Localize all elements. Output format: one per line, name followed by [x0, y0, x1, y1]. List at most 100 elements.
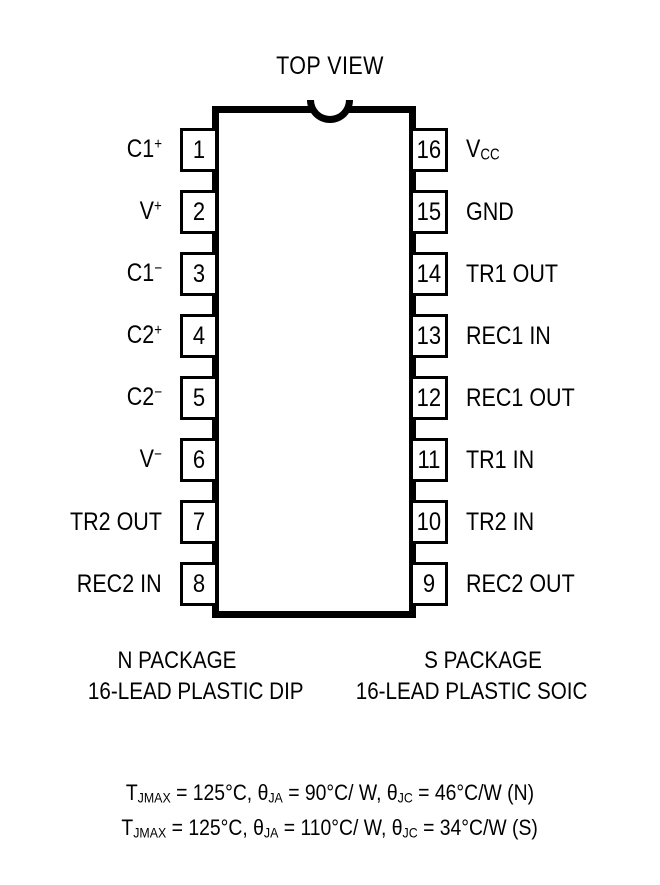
pin-box-5: 5: [180, 376, 218, 420]
pin-number: 5: [192, 383, 206, 412]
pin-box-16: 16: [410, 128, 448, 172]
pin-box-3: 3: [180, 252, 218, 296]
pin-number: 12: [416, 383, 442, 412]
pin-label-15: GND: [466, 197, 514, 226]
pin-number: 4: [192, 321, 206, 350]
theta-ja-value-1: = 90°C/ W,: [282, 780, 387, 805]
pin-box-8: 8: [180, 562, 218, 606]
pin-row-6: V− 6: [0, 438, 218, 482]
pin-label-1: C1+: [126, 135, 162, 164]
pin-number: 14: [416, 259, 442, 288]
pin-label-4: C2+: [126, 321, 162, 350]
pin-box-2: 2: [180, 190, 218, 234]
page-title: TOP VIEW: [276, 52, 384, 80]
pin-box-9: 9: [410, 562, 448, 606]
pin-label-12: REC1 OUT: [466, 383, 575, 412]
pin-number: 3: [192, 259, 206, 288]
pin-box-1: 1: [180, 128, 218, 172]
pin-box-15: 15: [410, 190, 448, 234]
pin-label-16: VCC: [466, 135, 500, 164]
caption-right-package-name: S PACKAGE: [424, 647, 542, 674]
caption-left-package-name: N PACKAGE: [117, 647, 237, 674]
pin-number: 2: [192, 197, 206, 226]
tjmax-value-2: = 125°C,: [166, 814, 254, 840]
theta-ja-subscript-1: JA: [268, 789, 283, 806]
pin-label-superscript: −: [154, 260, 162, 278]
pin-label-superscript: −: [154, 384, 162, 402]
pin-box-10: 10: [410, 500, 448, 544]
thermal-spec-line-n-package: TJMAX = 125°C, θJA = 90°C/ W, θJC = 46°C…: [0, 778, 660, 813]
pin-box-7: 7: [180, 500, 218, 544]
pin-label-10: TR2 IN: [466, 507, 535, 536]
pin-row-8: REC2 IN 8: [0, 562, 218, 606]
pin-number: 11: [417, 445, 441, 474]
pin-box-6: 6: [180, 438, 218, 482]
pin-label-3: C1−: [126, 259, 162, 288]
theta-jc-value-2: = 34°C/W (S): [418, 814, 539, 840]
tjmax-symbol-1: T: [125, 780, 138, 805]
pin-label-5: C2−: [126, 383, 162, 412]
pin-label-2: V+: [139, 197, 162, 226]
tjmax-subscript-2: JMAX: [133, 824, 167, 841]
pin-row-13: 13 REC1 IN: [410, 314, 660, 358]
pin-label-7: TR2 OUT: [70, 507, 162, 536]
pin-number: 16: [416, 135, 442, 164]
pin-label-8: REC2 IN: [77, 569, 162, 598]
pin-number: 9: [422, 569, 436, 598]
pin-row-7: TR2 OUT 7: [0, 500, 218, 544]
caption-right-package-desc: 16-LEAD PLASTIC SOIC: [355, 678, 588, 705]
theta-jc-value-1: = 46°C/W (N): [412, 780, 535, 805]
pin-box-14: 14: [410, 252, 448, 296]
pin-number: 8: [192, 569, 206, 598]
pin-row-9: 9 REC2 OUT: [410, 562, 660, 606]
pin-box-11: 11: [410, 438, 448, 482]
theta-ja-symbol-2: θ: [253, 814, 265, 840]
pin-row-2: V+ 2: [0, 190, 218, 234]
pin-box-13: 13: [410, 314, 448, 358]
theta-jc-subscript-2: JC: [402, 824, 419, 841]
tjmax-symbol-2: T: [121, 814, 134, 840]
pin-row-12: 12 REC1 OUT: [410, 376, 660, 420]
pin-row-11: 11 TR1 IN: [410, 438, 660, 482]
pin-number: 13: [416, 321, 442, 350]
pin-label-9: REC2 OUT: [466, 569, 575, 598]
pin-row-15: 15 GND: [410, 190, 660, 234]
tjmax-value-1: = 125°C,: [170, 780, 258, 805]
tjmax-subscript-1: JMAX: [137, 789, 171, 806]
pin-row-3: C1− 3: [0, 252, 218, 296]
theta-ja-symbol-1: θ: [257, 780, 269, 805]
theta-jc-symbol-1: θ: [386, 780, 398, 805]
theta-jc-symbol-2: θ: [392, 814, 403, 840]
pin-label-superscript: +: [154, 322, 162, 340]
package-captions: N PACKAGE S PACKAGE 16-LEAD PLASTIC DIP …: [0, 645, 660, 707]
pin-label-6: V−: [139, 445, 162, 474]
pin-box-4: 4: [180, 314, 218, 358]
pin-number: 10: [416, 507, 442, 536]
pin-row-10: 10 TR2 IN: [410, 500, 660, 544]
caption-left-package-desc: 16-LEAD PLASTIC DIP: [87, 678, 304, 705]
pin-label-superscript: −: [154, 446, 162, 464]
pin-label-subscript: CC: [480, 146, 500, 164]
theta-jc-subscript-1: JC: [397, 789, 413, 806]
pin-row-16: 16 VCC: [410, 128, 660, 172]
theta-ja-subscript-2: JA: [264, 824, 279, 841]
pin-box-12: 12: [410, 376, 448, 420]
pin-label-superscript: +: [154, 198, 162, 216]
thermal-specifications: TJMAX = 125°C, θJA = 90°C/ W, θJC = 46°C…: [0, 778, 660, 847]
pin-row-5: C2− 5: [0, 376, 218, 420]
pin-row-4: C2+ 4: [0, 314, 218, 358]
pin-row-14: 14 TR1 OUT: [410, 252, 660, 296]
pin-label-14: TR1 OUT: [466, 259, 558, 288]
pin-number: 6: [192, 445, 206, 474]
pin-label-13: REC1 IN: [466, 321, 551, 350]
pin-number: 1: [192, 135, 206, 164]
pin-number: 7: [192, 507, 206, 536]
pin-label-superscript: +: [154, 136, 162, 154]
chip-body-outline: [212, 106, 416, 618]
pin-row-1: C1+ 1: [0, 128, 218, 172]
pin-label-11: TR1 IN: [466, 445, 535, 474]
pin-number: 15: [416, 197, 442, 226]
thermal-spec-line-s-package: TJMAX = 125°C, θJA = 110°C/ W, θJC = 34°…: [0, 813, 660, 848]
theta-ja-value-2: = 110°C/ W,: [278, 814, 393, 840]
